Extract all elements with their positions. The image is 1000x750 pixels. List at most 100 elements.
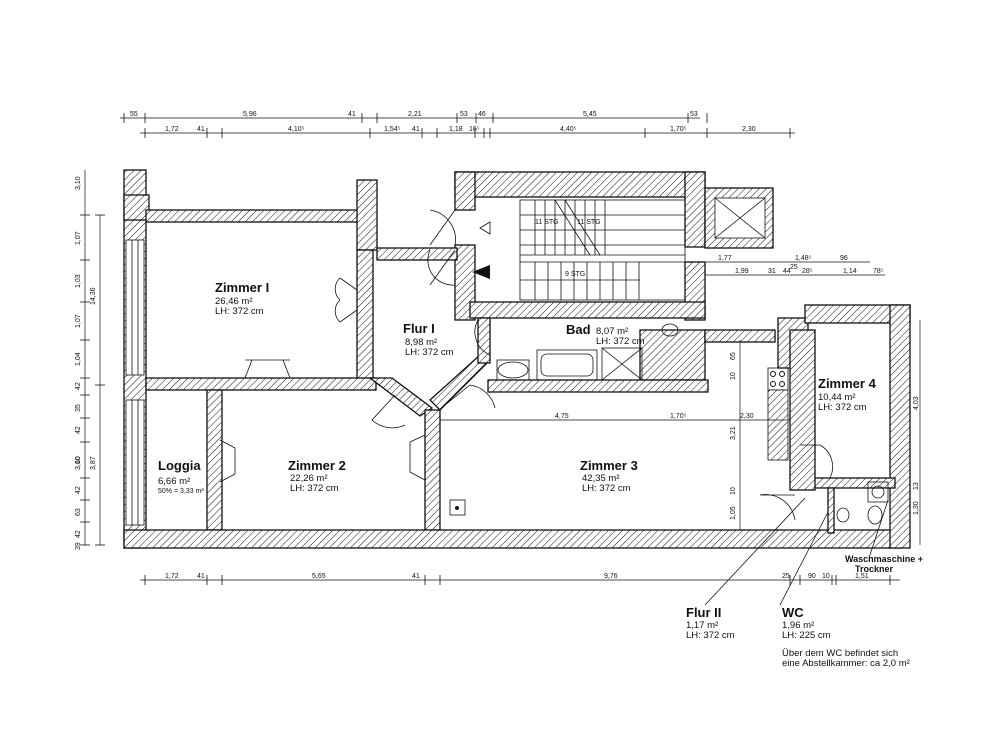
dim-left-2: 1,03 bbox=[75, 274, 82, 288]
washer-line-1: Waschmaschine + bbox=[845, 554, 923, 564]
dim-inner-4: 1,05 bbox=[730, 506, 737, 520]
room-name: Zimmer 4 bbox=[818, 376, 877, 391]
dim-inner-7: 65 bbox=[730, 352, 737, 360]
dim-top1-6: 5,45 bbox=[583, 111, 597, 118]
dim-top2-3: 1,54⁵ bbox=[384, 126, 401, 133]
room-height: LH: 372 cm bbox=[582, 483, 631, 494]
room-area: 8,07 m² bbox=[596, 326, 628, 337]
callout-name: Flur II bbox=[686, 605, 721, 620]
dim-left-9: 42 bbox=[75, 486, 82, 494]
dim-left-3: 1,07 bbox=[75, 314, 82, 328]
dim-left-11: 42 bbox=[75, 530, 82, 538]
dim-bottom-8: 1,51 bbox=[855, 573, 869, 580]
dim-bottom-4: 9,76 bbox=[604, 573, 618, 580]
dim-left-10: 63 bbox=[75, 508, 82, 516]
stair-label-1: 11 STG bbox=[535, 219, 559, 226]
callout-area: 1,96 m² bbox=[782, 620, 814, 631]
dim-bottom-3: 41 bbox=[412, 573, 420, 580]
callout-height: LH: 225 cm bbox=[782, 630, 831, 641]
dim-top2-8: 1,70⁵ bbox=[670, 126, 687, 133]
room-loggia: Loggia 6,66 m² 50% = 3,33 m² bbox=[158, 458, 204, 495]
dim-inner-14: 25 bbox=[790, 264, 798, 271]
dim-top2-1: 41 bbox=[197, 126, 205, 133]
dim-top1-3: 2,21 bbox=[408, 111, 422, 118]
dim-inner-8: 4,03 bbox=[913, 396, 920, 410]
dim-top2-2: 4,10⁵ bbox=[288, 126, 305, 133]
dim-bottom-2: 5,65 bbox=[312, 573, 326, 580]
dim-inner-19: 1,14 bbox=[843, 268, 857, 275]
dim-inner-18: 28⁵ bbox=[802, 268, 813, 275]
callout-height: LH: 372 cm bbox=[686, 630, 735, 641]
dim-left-6: 35 bbox=[75, 404, 82, 412]
dim-left-1: 1,07 bbox=[75, 231, 82, 245]
room-name: Bad bbox=[566, 322, 591, 337]
dim-top1-0: 55 bbox=[130, 111, 138, 118]
dim-top2-4: 41 bbox=[412, 126, 420, 133]
dim-inner-15: 1,99 bbox=[735, 268, 749, 275]
dim-left-7: 42 bbox=[75, 426, 82, 434]
walls bbox=[123, 169, 911, 549]
room-height: LH: 372 cm bbox=[290, 483, 339, 494]
dim-inner-13: 96 bbox=[840, 255, 848, 262]
room-area: 22,26 m² bbox=[290, 473, 328, 484]
dim-bottom-1: 41 bbox=[197, 573, 205, 580]
callout-name: WC bbox=[782, 605, 804, 620]
room-area: 42,35 m² bbox=[582, 473, 620, 484]
room-height: LH: 372 cm bbox=[818, 402, 867, 413]
wc-note-line-2: eine Abstellkammer: ca 2,0 m² bbox=[782, 658, 910, 669]
dim-inner-1: 1,70⁵ bbox=[670, 413, 687, 420]
room-area: 10,44 m² bbox=[818, 392, 856, 403]
dim-inner-2: 2,30 bbox=[740, 413, 754, 420]
dim-left-12: 3,10 bbox=[75, 456, 82, 470]
room-zimmer-2: Zimmer 2 22,26 m² LH: 372 cm bbox=[288, 458, 346, 494]
room-name: Zimmer 2 bbox=[288, 458, 346, 473]
dim-top2-0: 1,72 bbox=[165, 126, 179, 133]
room-area: 6,66 m² bbox=[158, 476, 190, 487]
room-height: LH: 372 cm bbox=[596, 336, 645, 347]
dim-bottom-5: 25 bbox=[782, 573, 790, 580]
room-flur-1: Flur I 8,98 m² LH: 372 cm bbox=[403, 321, 454, 358]
elevator-shaft bbox=[704, 187, 774, 249]
dimension-shaft: 1,77 1,48⁵ 96 25 1,99 31 44 28⁵ 1,14 78⁵ bbox=[705, 255, 885, 276]
dim-top1-1: 5,96 bbox=[243, 111, 257, 118]
dim-inner-6: 10 bbox=[730, 372, 737, 380]
dim-top1-5: 46 bbox=[478, 111, 486, 118]
dimension-top: 55 5,96 41 2,21 53 46 5,45 53 1,72 41 4,… bbox=[120, 111, 795, 138]
room-zimmer-4: Zimmer 4 10,44 m² LH: 372 cm bbox=[818, 376, 877, 413]
room-area: 8,98 m² bbox=[405, 337, 437, 348]
dim-inner-12: 1,48⁵ bbox=[795, 255, 812, 262]
dim-inner-10: 1,30 bbox=[913, 501, 920, 515]
dim-top2-7: 4,40⁵ bbox=[560, 126, 577, 133]
callout-washer: Waschmaschine + Trockner bbox=[845, 554, 923, 574]
dim-bottom-6: 90 bbox=[808, 573, 816, 580]
dim-left-4: 1,04 bbox=[75, 352, 82, 366]
dim-inner-17: 44 bbox=[783, 268, 791, 275]
dim-top1-7: 53 bbox=[690, 111, 698, 118]
dimension-left: 3,10 1,07 1,03 1,07 1,04 42 35 42 60 42 … bbox=[75, 170, 105, 550]
dim-left-8: 60 bbox=[75, 456, 82, 464]
dim-left-15: 14,36 bbox=[90, 287, 97, 305]
stair-label-2: 11 STG bbox=[577, 219, 601, 226]
room-name: Zimmer 3 bbox=[580, 458, 638, 473]
room-name: Flur I bbox=[403, 321, 435, 336]
dim-left-14: 39 bbox=[75, 542, 82, 550]
callout-flur-2: Flur II 1,17 m² LH: 372 cm bbox=[686, 605, 735, 641]
dim-left-13: 3,87 bbox=[90, 456, 97, 470]
dim-inner-3: 3,21 bbox=[730, 426, 737, 440]
dim-inner-9: 13 bbox=[913, 482, 920, 490]
room-area: 26,46 m² bbox=[215, 296, 253, 307]
dim-inner-20: 78⁵ bbox=[873, 268, 884, 275]
dim-left-0: 3,10 bbox=[75, 176, 82, 190]
dim-top1-2: 41 bbox=[348, 111, 356, 118]
room-zimmer-3: Zimmer 3 42,35 m² LH: 372 cm bbox=[580, 458, 638, 494]
room-name: Loggia bbox=[158, 458, 201, 473]
room-height: LH: 372 cm bbox=[215, 306, 264, 317]
wc-note-line-1: Über dem WC befindet sich bbox=[782, 648, 898, 659]
dimension-inner: 4,75 1,70⁵ 2,30 3,21 1,05 10 10 65 4,03 … bbox=[440, 320, 921, 545]
callout-leaders bbox=[704, 497, 889, 606]
dimension-bottom: 1,72 41 5,65 41 9,76 25 90 10 1,51 bbox=[140, 573, 900, 585]
dim-top2-5: 1,18 bbox=[449, 126, 463, 133]
callout-area: 1,17 m² bbox=[686, 620, 718, 631]
dim-inner-0: 4,75 bbox=[555, 413, 569, 420]
